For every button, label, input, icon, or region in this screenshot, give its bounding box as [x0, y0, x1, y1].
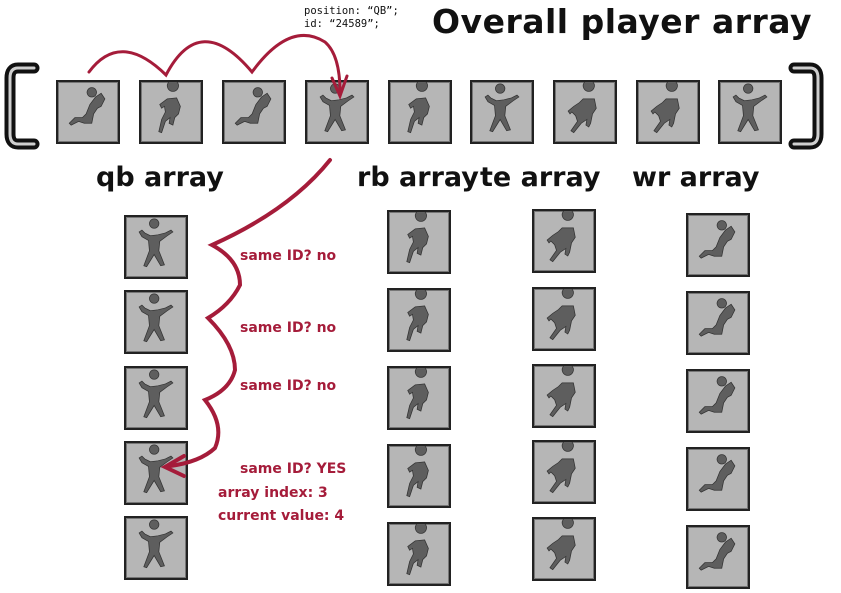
qb-tile[interactable]	[124, 366, 188, 430]
check-label-match: same ID? YES	[240, 461, 347, 477]
running-back-icon	[389, 212, 449, 272]
close-bracket-icon	[788, 62, 824, 150]
sprinting-icon	[534, 519, 594, 579]
te-tile[interactable]	[532, 517, 596, 581]
rb-array-heading: rb array	[357, 162, 479, 193]
running-back-icon	[390, 82, 450, 142]
check-label: same ID? no	[240, 320, 337, 336]
result-index: array index: 3	[218, 485, 328, 501]
quarterback-throw-icon	[126, 217, 186, 277]
player-tile[interactable]	[470, 80, 534, 144]
quarterback-throw-icon	[126, 368, 186, 428]
quarterback-throw-icon	[307, 82, 367, 142]
player-tile[interactable]	[139, 80, 203, 144]
hop-arrow	[87, 33, 342, 94]
running-back-icon	[389, 368, 449, 428]
wr-tile[interactable]	[686, 291, 750, 355]
diagram-title: Overall player array	[432, 2, 813, 41]
descend-arrow	[168, 158, 332, 468]
player-tile[interactable]	[718, 80, 782, 144]
qb-tile[interactable]	[124, 215, 188, 279]
te-tile[interactable]	[532, 440, 596, 504]
annotation-position: position: “QB”;	[304, 5, 399, 17]
annotation-id: id: “24589”;	[304, 18, 380, 30]
catch-diving-icon	[224, 82, 284, 142]
player-tile[interactable]	[222, 80, 286, 144]
result-value: current value: 4	[218, 508, 345, 524]
sprinting-icon	[555, 82, 615, 142]
qb-tile-match[interactable]	[124, 441, 188, 505]
rb-tile[interactable]	[387, 522, 451, 586]
wr-tile[interactable]	[686, 447, 750, 511]
qb-array-heading: qb array	[96, 162, 224, 193]
id-annotation: position: “QB”; id: “24589”;	[304, 5, 399, 31]
sprinting-icon	[638, 82, 698, 142]
te-tile[interactable]	[532, 364, 596, 428]
catch-diving-icon	[688, 215, 748, 275]
sprinting-icon	[534, 366, 594, 426]
catch-diving-icon	[688, 371, 748, 431]
player-tile-highlighted[interactable]	[305, 80, 369, 144]
running-back-icon	[389, 290, 449, 350]
qb-tile[interactable]	[124, 516, 188, 580]
rb-tile[interactable]	[387, 210, 451, 274]
check-label: same ID? no	[240, 248, 337, 264]
rb-tile[interactable]	[387, 366, 451, 430]
player-tile[interactable]	[388, 80, 452, 144]
running-back-icon	[141, 82, 201, 142]
player-tile[interactable]	[636, 80, 700, 144]
quarterback-throw-icon	[126, 443, 186, 503]
catch-diving-icon	[688, 293, 748, 353]
quarterback-throw-icon	[720, 82, 780, 142]
rb-tile[interactable]	[387, 444, 451, 508]
check-label: same ID? no	[240, 378, 337, 394]
catch-diving-icon	[688, 527, 748, 587]
quarterback-throw-icon	[472, 82, 532, 142]
sprinting-icon	[534, 442, 594, 502]
quarterback-throw-icon	[126, 518, 186, 578]
wr-tile[interactable]	[686, 525, 750, 589]
sprinting-icon	[534, 211, 594, 271]
open-bracket-icon	[4, 62, 40, 150]
catch-diving-icon	[688, 449, 748, 509]
player-tile[interactable]	[56, 80, 120, 144]
player-tile[interactable]	[553, 80, 617, 144]
running-back-icon	[389, 446, 449, 506]
quarterback-throw-icon	[126, 292, 186, 352]
running-back-icon	[389, 524, 449, 584]
te-array-heading: te array	[480, 162, 601, 193]
te-tile[interactable]	[532, 209, 596, 273]
rb-tile[interactable]	[387, 288, 451, 352]
te-tile[interactable]	[532, 287, 596, 351]
qb-tile[interactable]	[124, 290, 188, 354]
wr-tile[interactable]	[686, 213, 750, 277]
sprinting-icon	[534, 289, 594, 349]
wr-array-heading: wr array	[632, 162, 760, 193]
catch-diving-icon	[58, 82, 118, 142]
wr-tile[interactable]	[686, 369, 750, 433]
